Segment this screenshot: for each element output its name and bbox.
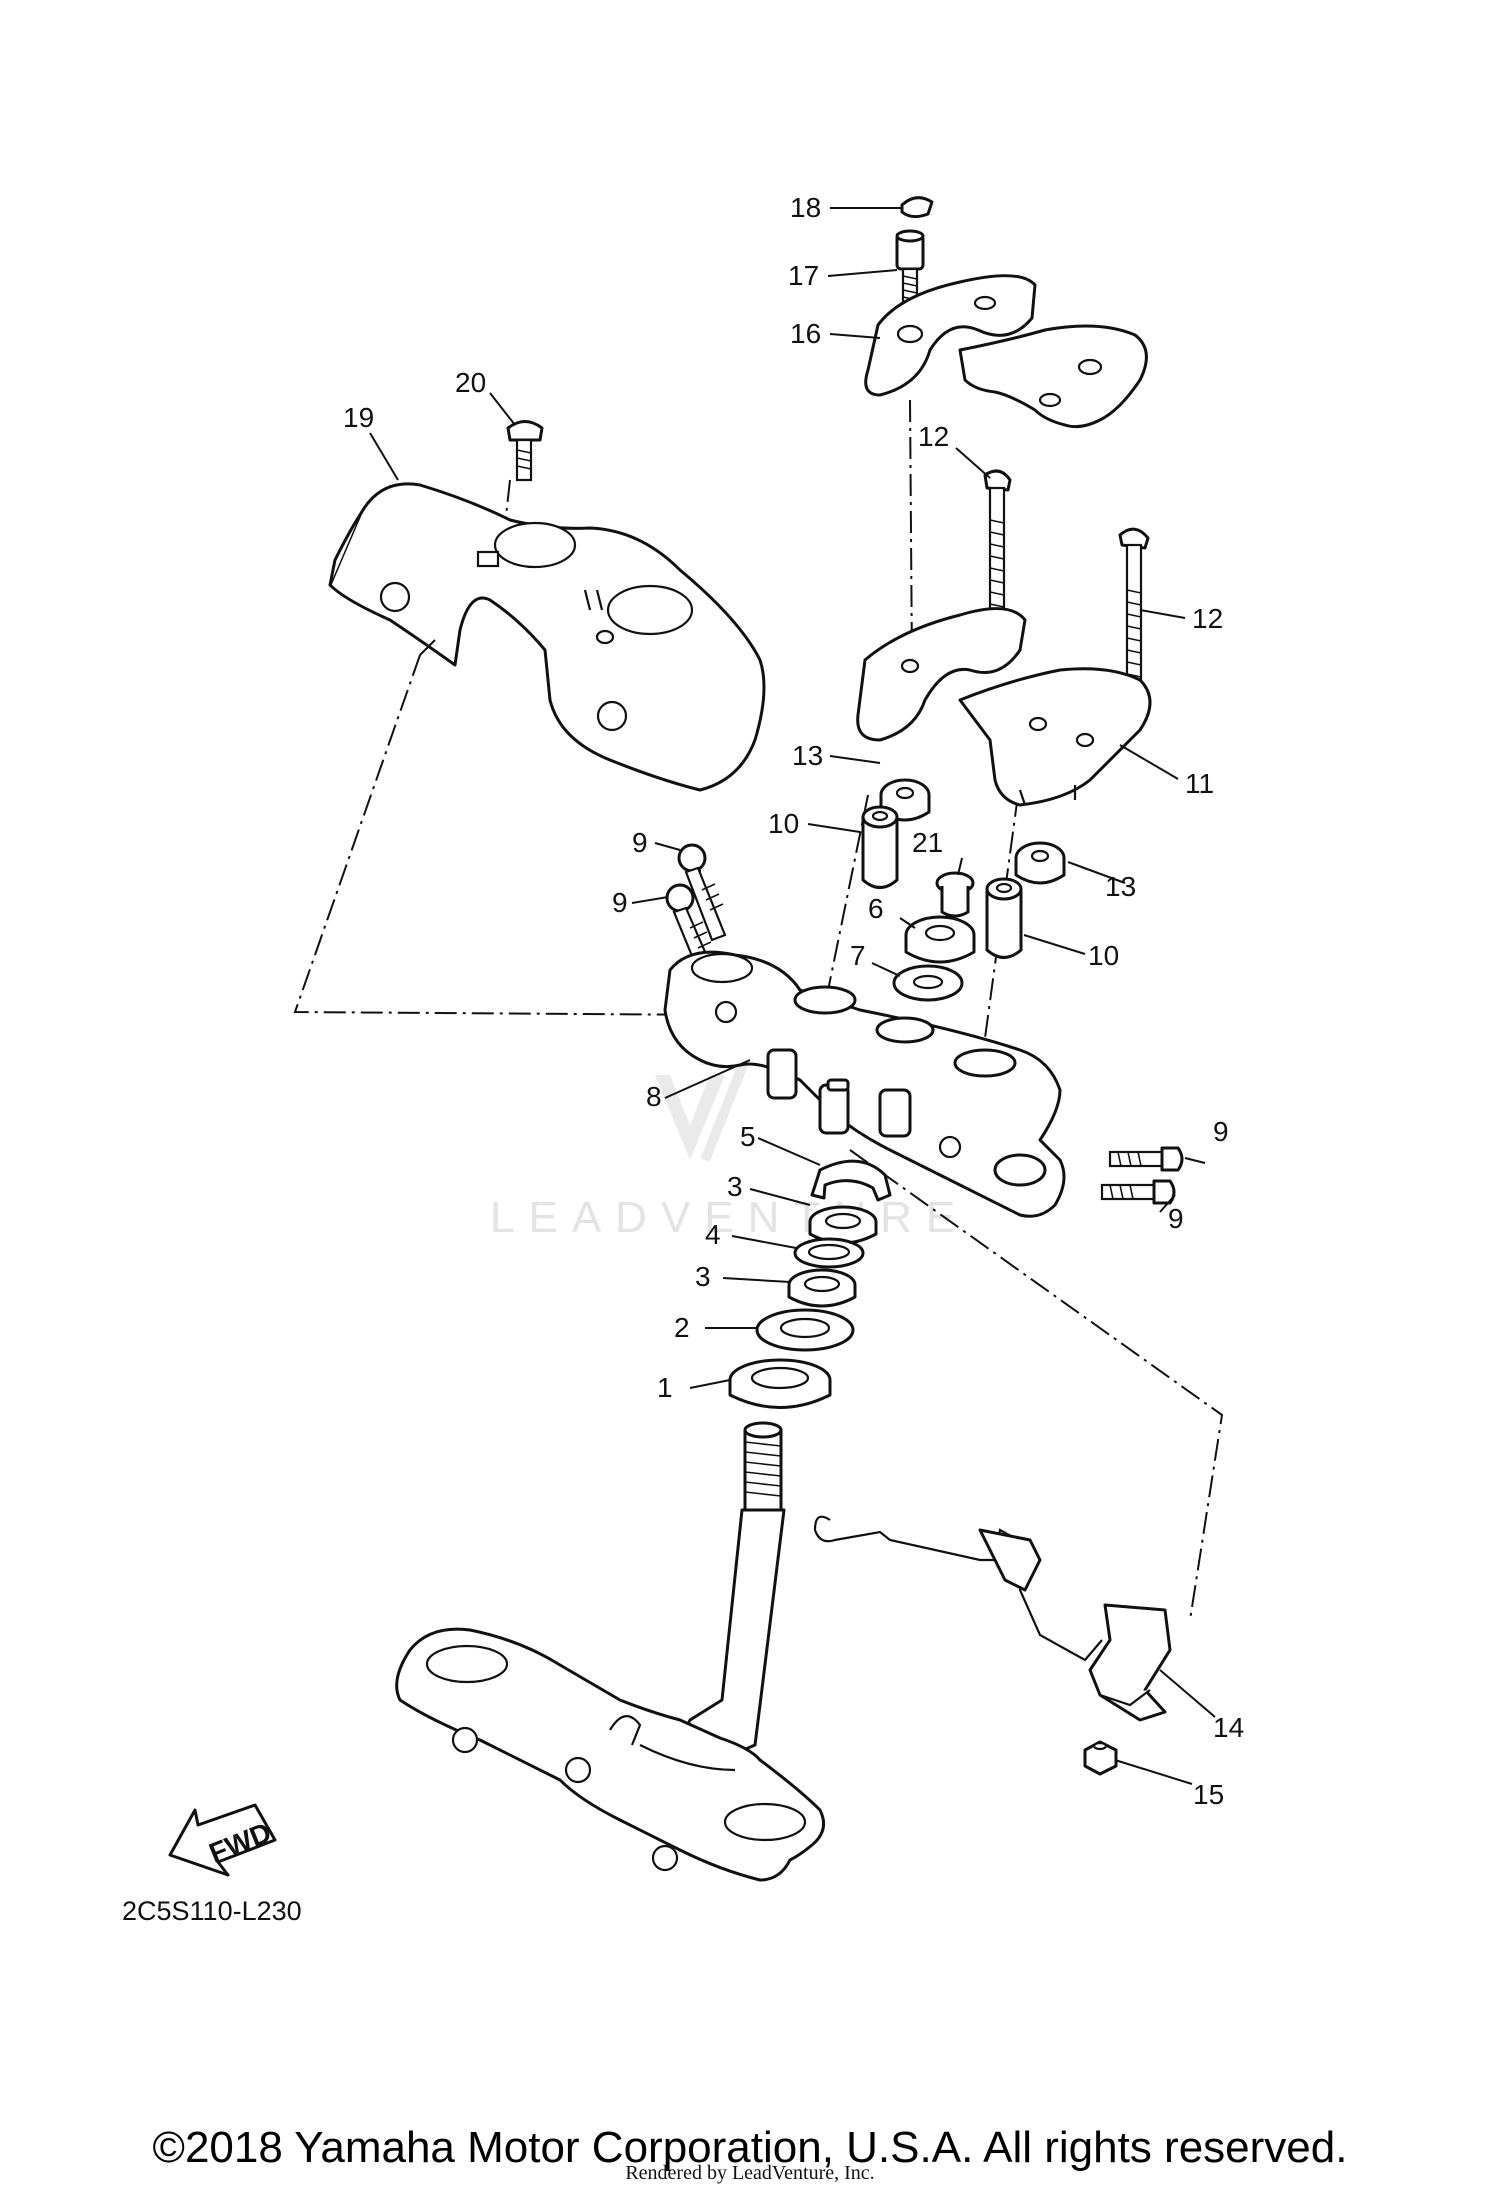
part-3-ring-nut-upper [808,1205,878,1245]
part-10-bushing-right [985,877,1023,959]
part-15-nut [1083,1740,1118,1776]
part-14-guide-bracket [813,1515,1172,1722]
callout-17: 17 [788,260,819,291]
callout-19: 19 [343,402,374,433]
part-11-lower-holder [856,607,1152,807]
part-1-bearing [728,1358,832,1409]
callout-1: 1 [657,1372,673,1403]
callout-10-lower: 10 [1088,940,1119,971]
callout-13-upper: 13 [792,740,823,771]
rendered-by-credit: Rendered by LeadVenture, Inc. [625,2162,875,2184]
callout-11: 11 [1185,768,1214,799]
part-21-collar [935,871,975,918]
callout-16: 16 [790,318,821,349]
callout-numbers: 18 17 16 20 19 12 12 13 11 10 21 13 9 9 … [343,192,1244,1810]
callout-12-lower: 12 [1192,603,1223,634]
part-2-bearing-race [755,1308,855,1352]
part-9-bolt-c [1108,1146,1184,1172]
diagram-code: 2C5S110-L230 [122,1896,302,1926]
callout-20: 20 [455,367,486,398]
part-19-cover [328,482,766,792]
part-17-bolt [895,229,925,305]
part-6-steering-nut [904,915,976,964]
watermark-logo [655,1055,753,1162]
callout-2: 2 [674,1312,690,1343]
callout-10-upper: 10 [768,808,799,839]
copyright-notice: ©2018 Yamaha Motor Corporation, U.S.A. A… [152,2123,1348,2172]
part-3-ring-nut-lower [787,1268,857,1308]
callout-9-d: 9 [1168,1203,1184,1234]
leader-lines [369,207,1216,1785]
part-9-bolt-a [677,843,727,942]
callout-13-lower: 13 [1105,871,1136,902]
part-10-bushing-left [861,805,899,889]
callout-6: 6 [868,893,884,924]
callout-3-upper: 3 [727,1171,743,1202]
fwd-arrow-icon: FWD [168,1803,277,1877]
alignment-lines [293,399,1224,1621]
part-18-cap [900,196,934,219]
callout-21: 21 [912,827,943,858]
part-5-lock-washer [810,1159,892,1202]
steering-stem-under-bracket [395,1421,826,1882]
part-4-washer [793,1237,865,1269]
part-13-nut-right [1014,841,1066,885]
part-8-upper-bracket [663,950,1066,1218]
part-20-screw [506,420,544,482]
part-7-washer [892,964,964,1002]
callout-14: 14 [1213,1712,1244,1743]
callout-9-c: 9 [1213,1116,1229,1147]
callout-9-b: 9 [612,887,628,918]
part-16-upper-holder [864,274,1148,429]
part-9-bolt-d [1100,1179,1176,1205]
callout-4: 4 [705,1219,721,1250]
callout-9-a: 9 [632,827,648,858]
callout-5: 5 [740,1121,756,1152]
callout-18: 18 [790,192,821,223]
callout-3-lower: 3 [695,1261,711,1292]
callout-7: 7 [850,940,866,971]
callout-15: 15 [1193,1779,1224,1810]
callout-12-upper: 12 [918,421,949,452]
callout-8: 8 [646,1081,662,1112]
